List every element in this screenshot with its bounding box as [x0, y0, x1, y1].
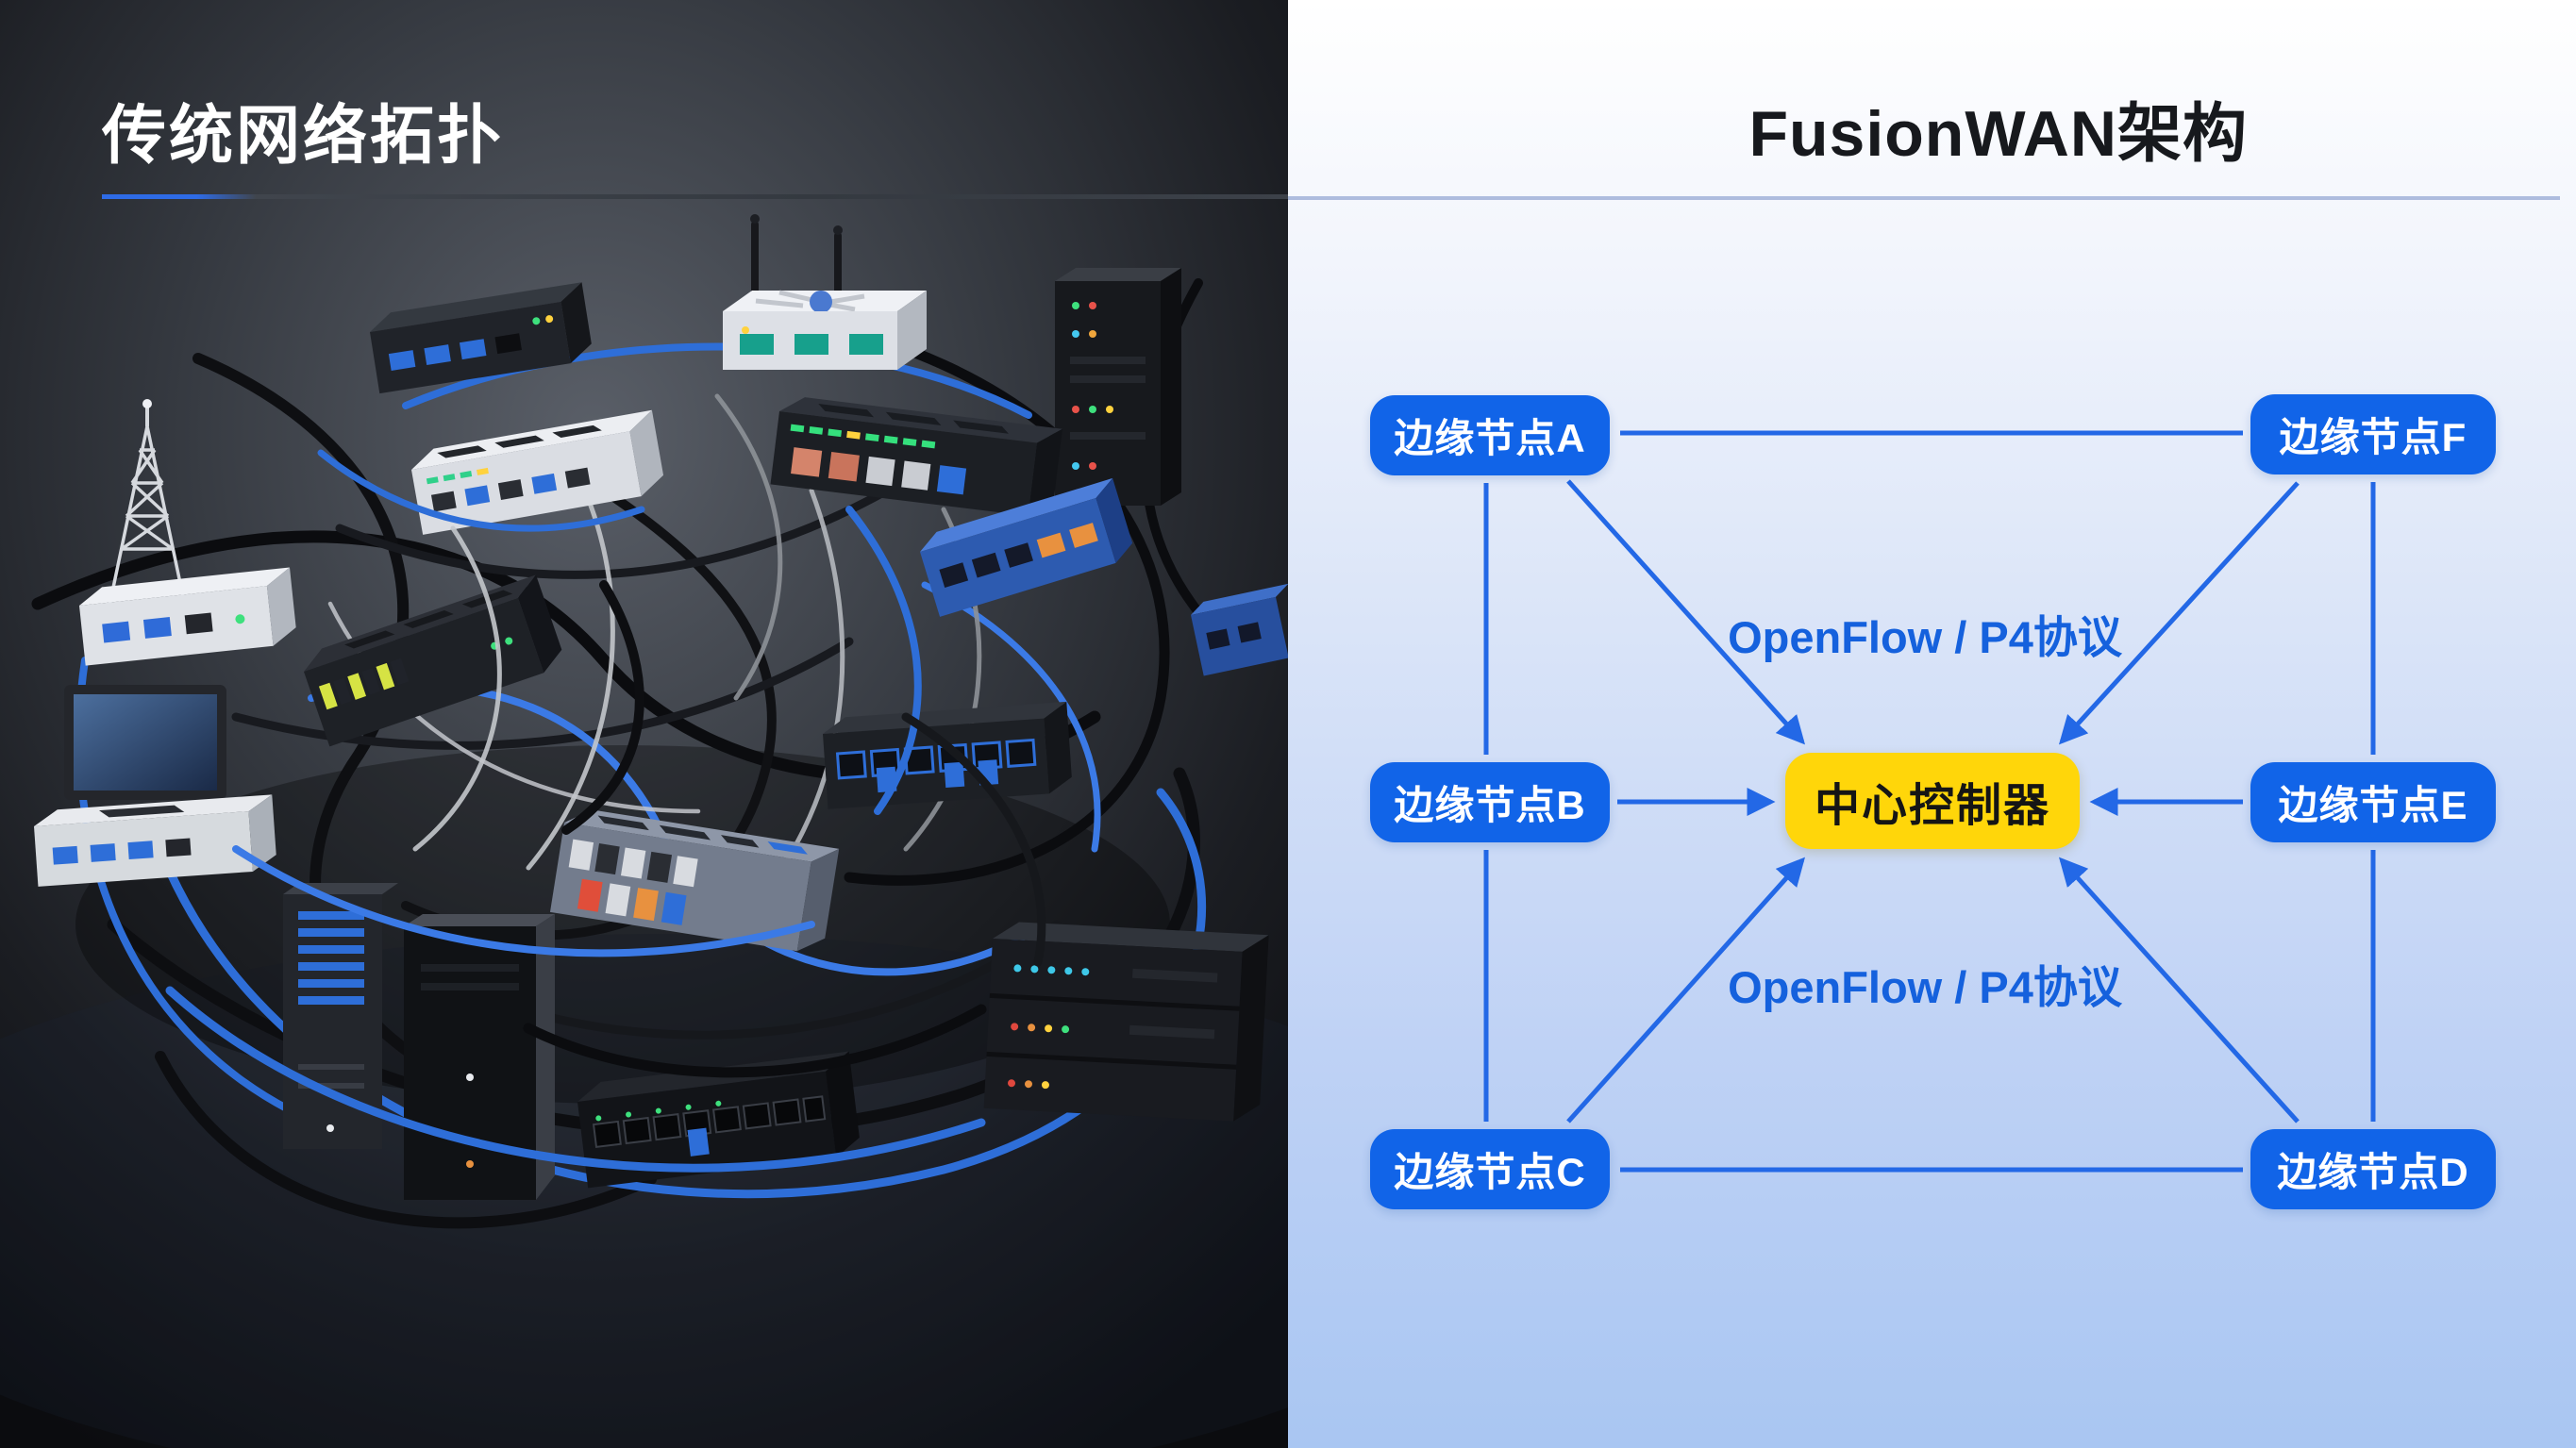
link-f-controller — [2058, 481, 2300, 745]
protocol-label-bottom: OpenFlow / P4协议 — [1728, 962, 2122, 1012]
left-title-underline — [102, 194, 1288, 199]
device-radio-tower — [79, 399, 296, 666]
device-switch-dark-3 — [823, 701, 1072, 809]
edge-node-d: 边缘节点D — [2250, 1129, 2496, 1209]
device-switch-led — [770, 397, 1062, 516]
device-chassis — [983, 922, 1269, 1122]
link-c-controller — [1566, 857, 1806, 1123]
device-wifi-router — [723, 214, 927, 370]
traditional-topology-photo — [0, 0, 1288, 1448]
device-switch-blue — [920, 477, 1133, 617]
edge-node-f: 边缘节点F — [2250, 394, 2496, 474]
protocol-label-top: OpenFlow / P4协议 — [1728, 612, 2122, 662]
edge-node-c: 边缘节点C — [1370, 1129, 1610, 1209]
central-controller-node: 中心控制器 — [1785, 753, 2080, 849]
device-switch-dark-1 — [370, 282, 592, 394]
edge-node-c-label: 边缘节点C — [1394, 1150, 1586, 1194]
edge-node-a: 边缘节点A — [1370, 395, 1610, 475]
edge-node-d-label: 边缘节点D — [2277, 1150, 2469, 1194]
device-server-tower — [1055, 268, 1181, 506]
edge-node-a-label: 边缘节点A — [1394, 416, 1586, 460]
right-panel-fusionwan-architecture: FusionWAN架构 — [1288, 0, 2576, 1448]
edge-node-f-label: 边缘节点F — [2279, 415, 2467, 459]
left-panel-title: 传统网络拓扑 — [102, 100, 505, 172]
right-panel-title: FusionWAN架构 — [1748, 98, 2248, 170]
right-title-underline — [1288, 196, 2560, 200]
cable-tangle-over — [165, 393, 1046, 1173]
edge-node-e: 边缘节点E — [2250, 762, 2496, 842]
device-small-blue — [1191, 583, 1288, 676]
architecture-connector-lines — [1483, 430, 2376, 1173]
left-panel-traditional-topology: 传统网络拓扑 — [0, 0, 1288, 1448]
edge-node-e-label: 边缘节点E — [2278, 783, 2468, 827]
link-a-controller — [1566, 479, 1806, 745]
device-switch-white-vents — [411, 409, 664, 535]
device-workstation — [34, 685, 276, 887]
link-d-controller — [2058, 857, 2300, 1123]
device-switch-charcoal — [304, 574, 562, 747]
central-controller-label: 中心控制器 — [1814, 781, 2050, 831]
edge-node-b-label: 边缘节点B — [1394, 783, 1586, 827]
edge-node-b: 边缘节点B — [1370, 762, 1610, 842]
